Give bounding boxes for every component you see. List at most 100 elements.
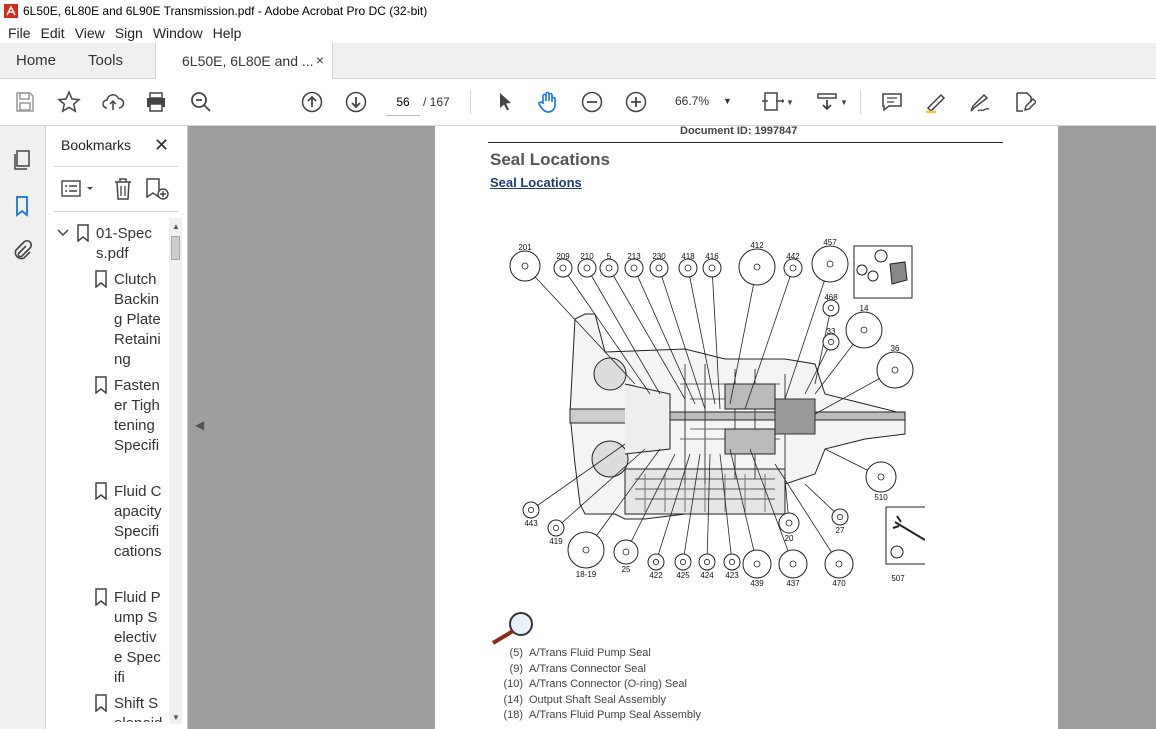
page-fit-icon[interactable] — [760, 90, 785, 114]
tab-tools[interactable]: Tools — [88, 52, 124, 69]
callout-label: 442 — [786, 252, 800, 261]
callout-seal-symbol — [827, 338, 835, 346]
bookmark-options-button[interactable] — [61, 176, 97, 202]
callout-seal-symbol — [708, 264, 716, 272]
tab-close-icon[interactable]: × — [315, 52, 324, 68]
fill-sign-icon[interactable] — [968, 90, 992, 114]
attachment-icon[interactable] — [10, 239, 34, 263]
callout-seal-symbol — [785, 519, 793, 527]
callout-circle — [624, 258, 644, 278]
highlight-pen-icon[interactable] — [924, 90, 948, 114]
callout-circle — [824, 549, 854, 579]
menu-edit[interactable]: Edit — [40, 24, 65, 41]
tab-home[interactable]: Home — [16, 52, 57, 69]
hand-tool-icon[interactable] — [536, 90, 560, 114]
callout-label: 468 — [824, 293, 838, 302]
callout-leader-line — [655, 453, 691, 563]
select-cursor-icon[interactable] — [493, 90, 517, 114]
comment-icon[interactable] — [880, 90, 904, 114]
scroll-mode-icon[interactable] — [815, 90, 839, 114]
callout-label: 418 — [681, 252, 695, 261]
menu-help[interactable]: Help — [212, 24, 242, 41]
callout-label: 36 — [891, 344, 900, 353]
magnifier-icon[interactable] — [488, 610, 538, 646]
callout-label: 439 — [750, 579, 764, 588]
legend-row: (5)A/Trans Fluid Pump Seal — [509, 647, 651, 659]
menu-window[interactable]: Window — [152, 24, 203, 41]
callout-circle — [831, 508, 849, 526]
bookmark-item[interactable]: Clutch Backing Plate Retaining — [94, 270, 170, 370]
callout-circle — [742, 549, 772, 579]
callout-circle — [778, 549, 808, 579]
legend-row: (18)A/Trans Fluid Pump Seal Assembly — [503, 709, 701, 721]
add-bookmark-icon[interactable] — [144, 176, 170, 202]
section-link[interactable]: Seal Locations — [490, 175, 582, 190]
zoom-select[interactable]: 66.7% ▼ — [665, 89, 741, 113]
title-bar: 6L50E, 6L80E and 6L90E Transmission.pdf … — [0, 0, 1156, 22]
bookmarks-title: Bookmarks — [61, 137, 132, 153]
star-icon[interactable] — [57, 90, 81, 114]
bookmark-label: Fluid Pump Selective Specifi — [114, 589, 161, 686]
save-icon[interactable] — [13, 90, 37, 114]
callout-leader-line — [530, 443, 626, 511]
callout-circle — [702, 258, 722, 278]
bookmark-item[interactable]: Fluid Pump Selective Specifi — [94, 588, 170, 688]
zoom-in-icon[interactable] — [624, 90, 648, 114]
bookmark-tree: 01-Specs.pdf Clutch Backing Plate Retain… — [46, 222, 170, 722]
callout-leader-line — [706, 453, 711, 563]
chevron-down-icon: ▼ — [723, 96, 732, 106]
callout-seal-symbol — [521, 262, 529, 270]
bookmark-label: Fastener Tightening Specifi — [114, 377, 160, 454]
callout-label: 470 — [832, 579, 846, 588]
tab-document[interactable]: 6L50E, 6L80E and ... × — [155, 43, 333, 79]
callout-label: 422 — [649, 571, 663, 580]
bookmark-item[interactable]: Fastener Tightening Specifi — [94, 376, 170, 456]
upload-cloud-icon[interactable] — [101, 90, 125, 114]
bookmark-item[interactable]: Shift Solenoid — [94, 694, 170, 722]
panel-close-icon[interactable]: ✕ — [154, 135, 170, 155]
bookmark-item[interactable]: 01-Specs.pdf — [56, 224, 168, 264]
menu-view[interactable]: View — [74, 24, 105, 41]
callout-seal-symbol — [582, 546, 590, 554]
scroll-mode-dropdown-icon[interactable]: ▼ — [840, 98, 848, 107]
edit-pdf-icon[interactable] — [1012, 90, 1038, 114]
acrobat-icon — [4, 4, 18, 18]
callout-seal-symbol — [835, 560, 843, 568]
callout-leader-line — [608, 267, 686, 400]
pages-thumbnail-icon[interactable] — [10, 148, 34, 172]
scroll-thumb[interactable] — [171, 236, 180, 260]
previous-page-icon[interactable] — [300, 90, 324, 114]
bookmarks-panel: Bookmarks ✕ 01-Specs.pdf Clutch Backing … — [46, 126, 188, 729]
callout-label: 425 — [676, 571, 690, 580]
callout-label: 5 — [607, 252, 612, 261]
menu-file[interactable]: File — [8, 24, 31, 41]
chevron-down-icon[interactable] — [56, 224, 70, 242]
print-icon[interactable] — [144, 90, 168, 114]
bookmark-item[interactable]: Fluid Capacity Specifications — [94, 482, 170, 562]
callout-label: 437 — [786, 579, 800, 588]
next-page-icon[interactable] — [344, 90, 368, 114]
callout-seal-symbol — [652, 558, 660, 566]
callout-label: 33 — [827, 327, 836, 336]
callout-label: 209 — [556, 252, 570, 261]
zoom-search-icon[interactable] — [189, 90, 213, 114]
tab-document-label: 6L50E, 6L80E and ... — [182, 53, 314, 69]
seal-location-diagram: 2012092105213230418416412442457910468143… — [509, 238, 925, 588]
scroll-down-icon[interactable]: ▼ — [172, 713, 180, 722]
zoom-out-icon[interactable] — [580, 90, 604, 114]
navigation-rail — [0, 126, 46, 729]
callout-leader-line — [774, 463, 840, 565]
menu-sign[interactable]: Sign — [114, 24, 143, 41]
callout-circle — [547, 519, 565, 537]
scroll-up-icon[interactable]: ▲ — [172, 222, 180, 231]
callout-seal-symbol — [753, 263, 761, 271]
callout-leader-line — [682, 453, 701, 563]
bookmark-panel-icon[interactable] — [10, 194, 34, 218]
callout-label: 230 — [652, 252, 666, 261]
page-number-input[interactable] — [386, 89, 420, 116]
bookmarks-scrollbar[interactable]: ▲ ▼ — [169, 218, 182, 724]
collapse-panel-icon[interactable]: ◀ — [195, 418, 205, 432]
page-fit-dropdown-icon[interactable]: ▼ — [786, 98, 794, 107]
callout-seal-symbol — [827, 304, 835, 312]
delete-bookmark-icon[interactable] — [112, 176, 134, 202]
